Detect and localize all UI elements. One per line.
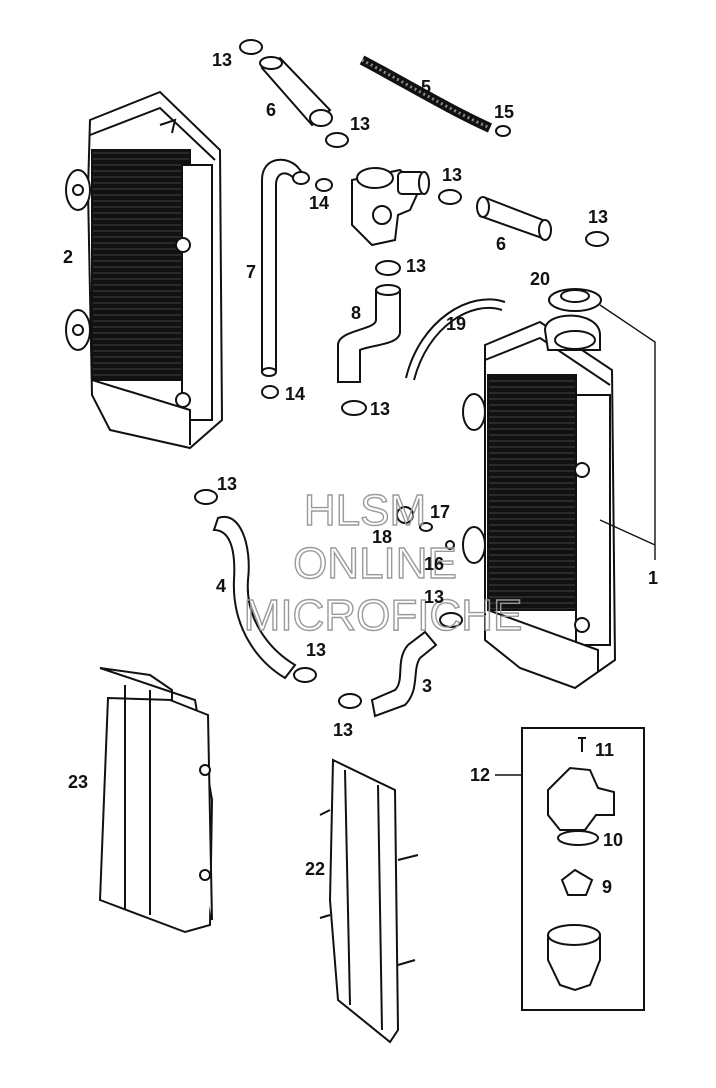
clamp-13-d — [585, 231, 609, 247]
thermostat-9 — [560, 868, 594, 896]
label-6a: 6 — [266, 100, 276, 120]
label-5: 5 — [421, 77, 431, 97]
clamp-15 — [495, 125, 511, 137]
label-14-b: 14 — [285, 384, 305, 404]
label-13-f: 13 — [370, 399, 390, 419]
hose-clamps — [194, 39, 609, 709]
label-18: 18 — [372, 527, 392, 547]
watermark-line-1: HLSM — [304, 486, 426, 535]
thermostat-group — [521, 727, 645, 1011]
clamp-13-g — [194, 489, 218, 505]
screw-16 — [445, 540, 455, 550]
clamp-14-b — [261, 385, 279, 399]
label-6b: 6 — [496, 234, 506, 254]
clamp-13-a — [239, 39, 263, 55]
clamp-13-f — [341, 400, 367, 416]
bolt-18 — [396, 506, 414, 524]
watermark: HLSM ONLINE MICROFICHE — [243, 485, 523, 640]
hose-6-upper — [259, 56, 333, 127]
water-pump — [351, 167, 430, 247]
label-13-d: 13 — [588, 207, 608, 227]
label-9: 9 — [602, 877, 612, 897]
hose-19 — [405, 298, 506, 381]
label-17: 17 — [430, 502, 450, 522]
shroud-23 — [98, 667, 214, 934]
label-13-i: 13 — [306, 640, 326, 660]
clamp-13-j — [338, 693, 362, 709]
label-2: 2 — [63, 247, 73, 267]
screw-11 — [578, 737, 586, 752]
hose-8 — [337, 284, 401, 383]
label-13-j: 13 — [333, 720, 353, 740]
label-13-a: 13 — [212, 50, 232, 70]
housing-base — [547, 934, 601, 992]
label-1: 1 — [648, 568, 658, 588]
hose-4 — [212, 515, 297, 680]
label-22: 22 — [305, 859, 325, 879]
right-radiator — [462, 314, 617, 690]
shroud-22 — [319, 758, 419, 1044]
clamp-13-i — [293, 667, 317, 683]
hose-6-right — [476, 196, 552, 241]
washer-17 — [419, 522, 433, 532]
o-ring-10 — [557, 830, 599, 846]
label-15: 15 — [494, 102, 514, 122]
watermark-line-3: MICROFICHE — [244, 591, 523, 640]
label-16: 16 — [424, 554, 444, 574]
label-13-e: 13 — [406, 256, 426, 276]
hose-5 — [359, 55, 493, 133]
label-12: 12 — [470, 765, 490, 785]
label-13-c: 13 — [442, 165, 462, 185]
small-parts — [396, 506, 455, 550]
label-4: 4 — [216, 576, 226, 596]
label-13-b: 13 — [350, 114, 370, 134]
clamp-13-h — [439, 612, 463, 628]
housing-cover — [547, 766, 615, 831]
leader-lines — [495, 304, 656, 776]
label-14-a: 14 — [309, 193, 329, 213]
group-12-box — [521, 727, 645, 1011]
label-7: 7 — [246, 262, 256, 282]
label-3: 3 — [422, 676, 432, 696]
label-13-g: 13 — [217, 474, 237, 494]
label-23: 23 — [68, 772, 88, 792]
label-8: 8 — [351, 303, 361, 323]
radiator-cap — [548, 288, 602, 312]
label-11: 11 — [595, 740, 614, 760]
left-radiator — [65, 90, 224, 450]
label-19: 19 — [446, 314, 466, 334]
label-10: 10 — [603, 830, 623, 850]
clamp-13-b — [325, 132, 349, 148]
hose-7 — [261, 158, 310, 377]
hose-3 — [370, 630, 438, 718]
label-20: 20 — [530, 269, 550, 289]
clamp-13-c — [438, 189, 462, 205]
clamp-13-e — [375, 260, 401, 276]
part-labels: 1 2 3 4 5 6 6 7 8 9 10 11 12 13 13 13 13… — [63, 50, 658, 897]
clamp-14-a — [315, 178, 333, 192]
watermark-line-2: ONLINE — [293, 539, 457, 588]
label-13-h: 13 — [424, 587, 444, 607]
